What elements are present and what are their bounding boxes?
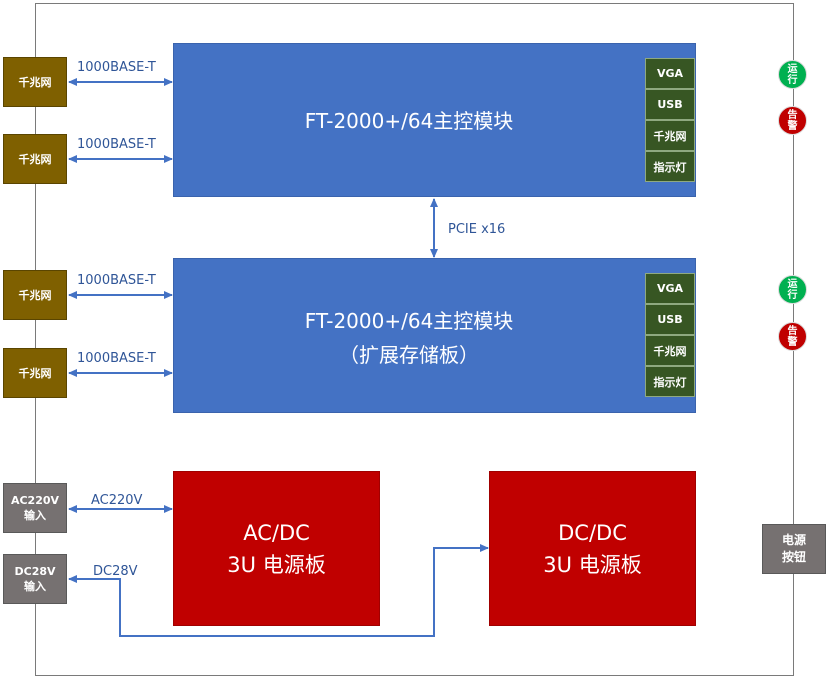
expansion-module-title: FT-2000+/64主控模块 [304, 309, 514, 333]
run-indicator-1-label: 运行 [787, 63, 798, 86]
main-subport-vga: VGA [645, 58, 695, 89]
run-indicator-1: 运行 [778, 60, 807, 89]
expansion-subport-indicator: 指示灯 [645, 366, 695, 397]
dc-dc-power-board: DC/DC 3U 电源板 [489, 471, 696, 626]
link-label-2: 1000BASE-T [77, 137, 156, 152]
dc-dc-board-line1: DC/DC [558, 520, 627, 545]
dc-input-line2: 输入 [24, 580, 46, 593]
dc-input-line1: DC28V [14, 565, 56, 578]
run-indicator-2: 运行 [778, 275, 807, 304]
power-button-line1: 电源 [781, 533, 806, 547]
expansion-module-subtitle: （扩展存储板） [339, 343, 479, 367]
dc28v-input-port: DC28V 输入 [3, 554, 67, 604]
ac-dc-board-line1: AC/DC [243, 520, 310, 545]
main-subport-gigabit: 千兆网 [645, 120, 695, 151]
dc-link-arrow [68, 544, 489, 637]
alarm-indicator-1-label: 告警 [787, 109, 798, 132]
alarm-indicator-2-label: 告警 [787, 325, 798, 348]
dc-link-label: DC28V [93, 564, 138, 579]
ac-link-label: AC220V [91, 493, 143, 508]
run-indicator-2-label: 运行 [787, 278, 798, 301]
link-label-4: 1000BASE-T [77, 351, 156, 366]
main-module-title: FT-2000+/64主控模块 [304, 109, 514, 133]
alarm-indicator-1: 告警 [778, 106, 807, 135]
link-label-1: 1000BASE-T [77, 60, 156, 75]
ac-dc-board-line2: 3U 电源板 [227, 552, 326, 577]
expansion-subport-gigabit: 千兆网 [645, 335, 695, 366]
main-subport-usb: USB [645, 89, 695, 120]
dc-dc-board-line2: 3U 电源板 [543, 552, 642, 577]
ac-input-line1: AC220V [10, 494, 60, 507]
alarm-indicator-2: 告警 [778, 322, 807, 351]
power-button: 电源 按钮 [762, 524, 826, 574]
expansion-storage-module: FT-2000+/64主控模块 （扩展存储板） [173, 258, 696, 413]
gigabit-port-3: 千兆网 [3, 270, 67, 320]
gigabit-port-2: 千兆网 [3, 134, 67, 184]
ac220v-input-port: AC220V 输入 [3, 483, 67, 533]
gigabit-port-4: 千兆网 [3, 348, 67, 398]
ac-dc-power-board: AC/DC 3U 电源板 [173, 471, 380, 626]
ac-input-line2: 输入 [24, 509, 46, 522]
expansion-subport-usb: USB [645, 304, 695, 335]
link-label-3: 1000BASE-T [77, 273, 156, 288]
power-button-line2: 按钮 [781, 550, 806, 564]
main-subport-indicator: 指示灯 [645, 151, 695, 182]
pcie-label: PCIE x16 [448, 222, 506, 237]
gigabit-port-1: 千兆网 [3, 57, 67, 107]
expansion-subport-vga: VGA [645, 273, 695, 304]
main-control-module: FT-2000+/64主控模块 [173, 43, 696, 197]
